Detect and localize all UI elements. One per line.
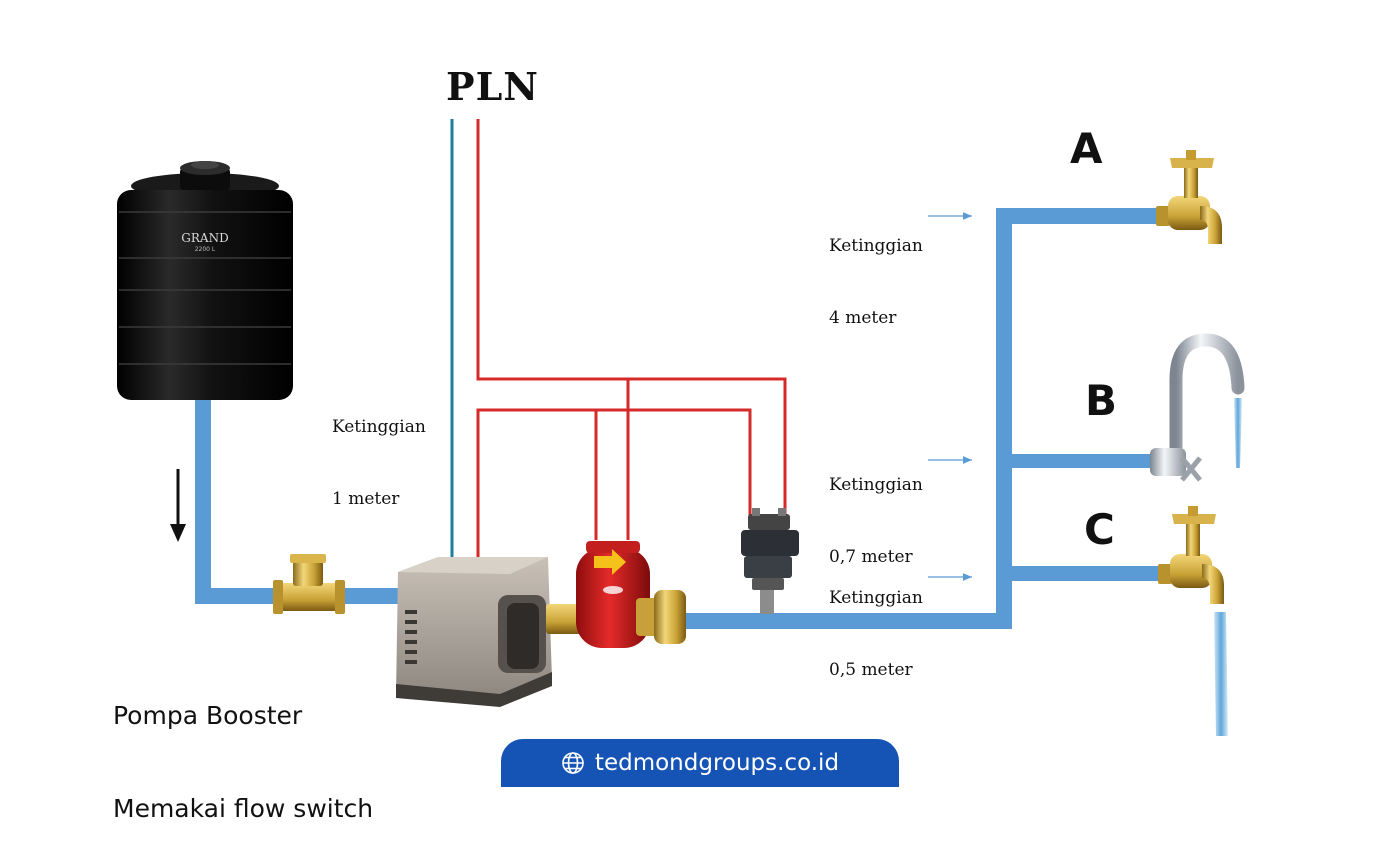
tap-a-letter: A bbox=[1070, 124, 1103, 173]
tap-c-height-line-1: Ketinggian bbox=[829, 588, 923, 608]
tap-a bbox=[1156, 150, 1222, 244]
tap-c-height-label: Ketinggian 0,5 meter bbox=[829, 538, 923, 706]
flow-direction-arrow bbox=[170, 469, 186, 542]
water-stream-b bbox=[1234, 398, 1242, 468]
water-stream-c bbox=[1214, 612, 1228, 736]
pipe-branch-c bbox=[1004, 566, 1160, 581]
tap-b bbox=[1150, 333, 1245, 482]
tank-capacity: 2200 L bbox=[195, 246, 216, 253]
flow-switch bbox=[546, 541, 686, 648]
pipe-branch-b bbox=[1004, 454, 1158, 468]
check-valve bbox=[273, 554, 345, 614]
power-source-label: PLN bbox=[446, 64, 540, 109]
tap-a-height-label: Ketinggian 4 meter bbox=[829, 186, 923, 354]
website-footer[interactable]: tedmondgroups.co.id bbox=[501, 739, 899, 787]
pipe-tank-down bbox=[195, 398, 211, 604]
pressure-switch bbox=[741, 508, 799, 614]
tap-a-height-line-1: Ketinggian bbox=[829, 236, 923, 256]
tap-b-height-line-1: Ketinggian bbox=[829, 475, 923, 495]
tank-height-line-1: Ketinggian bbox=[332, 417, 426, 437]
website-url[interactable]: tedmondgroups.co.id bbox=[594, 750, 840, 776]
tap-b-letter: B bbox=[1085, 376, 1118, 425]
pump-caption-line-2: Memakai flow switch bbox=[113, 794, 374, 823]
tap-c-letter: C bbox=[1084, 505, 1115, 554]
pump-caption-line-1: Pompa Booster bbox=[113, 701, 303, 730]
pipe-branch-a bbox=[996, 208, 1158, 224]
water-tank: GRAND 2200 L bbox=[117, 161, 293, 400]
tap-b-height-line-2: 0,7 meter bbox=[829, 547, 913, 567]
pipe-main-out bbox=[680, 613, 1012, 629]
tank-brand: GRAND bbox=[181, 231, 228, 245]
tank-height-label: Ketinggian 1 meter bbox=[332, 367, 426, 535]
pump-caption: Pompa Booster Memakai flow switch bbox=[113, 638, 373, 855]
height-pointers bbox=[928, 212, 972, 581]
tap-b-height-label: Ketinggian 0,7 meter bbox=[829, 425, 923, 593]
tap-c bbox=[1158, 506, 1228, 736]
pipe-network bbox=[195, 208, 1160, 629]
wire-live-main bbox=[476, 119, 787, 520]
wiring bbox=[450, 119, 787, 562]
tap-a-height-line-2: 4 meter bbox=[829, 308, 897, 328]
tap-c-height-line-2: 0,5 meter bbox=[829, 660, 913, 680]
pipe-riser bbox=[996, 208, 1012, 629]
wire-loop bbox=[476, 408, 752, 562]
globe-icon bbox=[562, 752, 584, 774]
diagram-canvas: GRAND 2200 L bbox=[117, 119, 1245, 736]
tank-height-line-2: 1 meter bbox=[332, 489, 400, 509]
booster-pump bbox=[396, 557, 552, 707]
